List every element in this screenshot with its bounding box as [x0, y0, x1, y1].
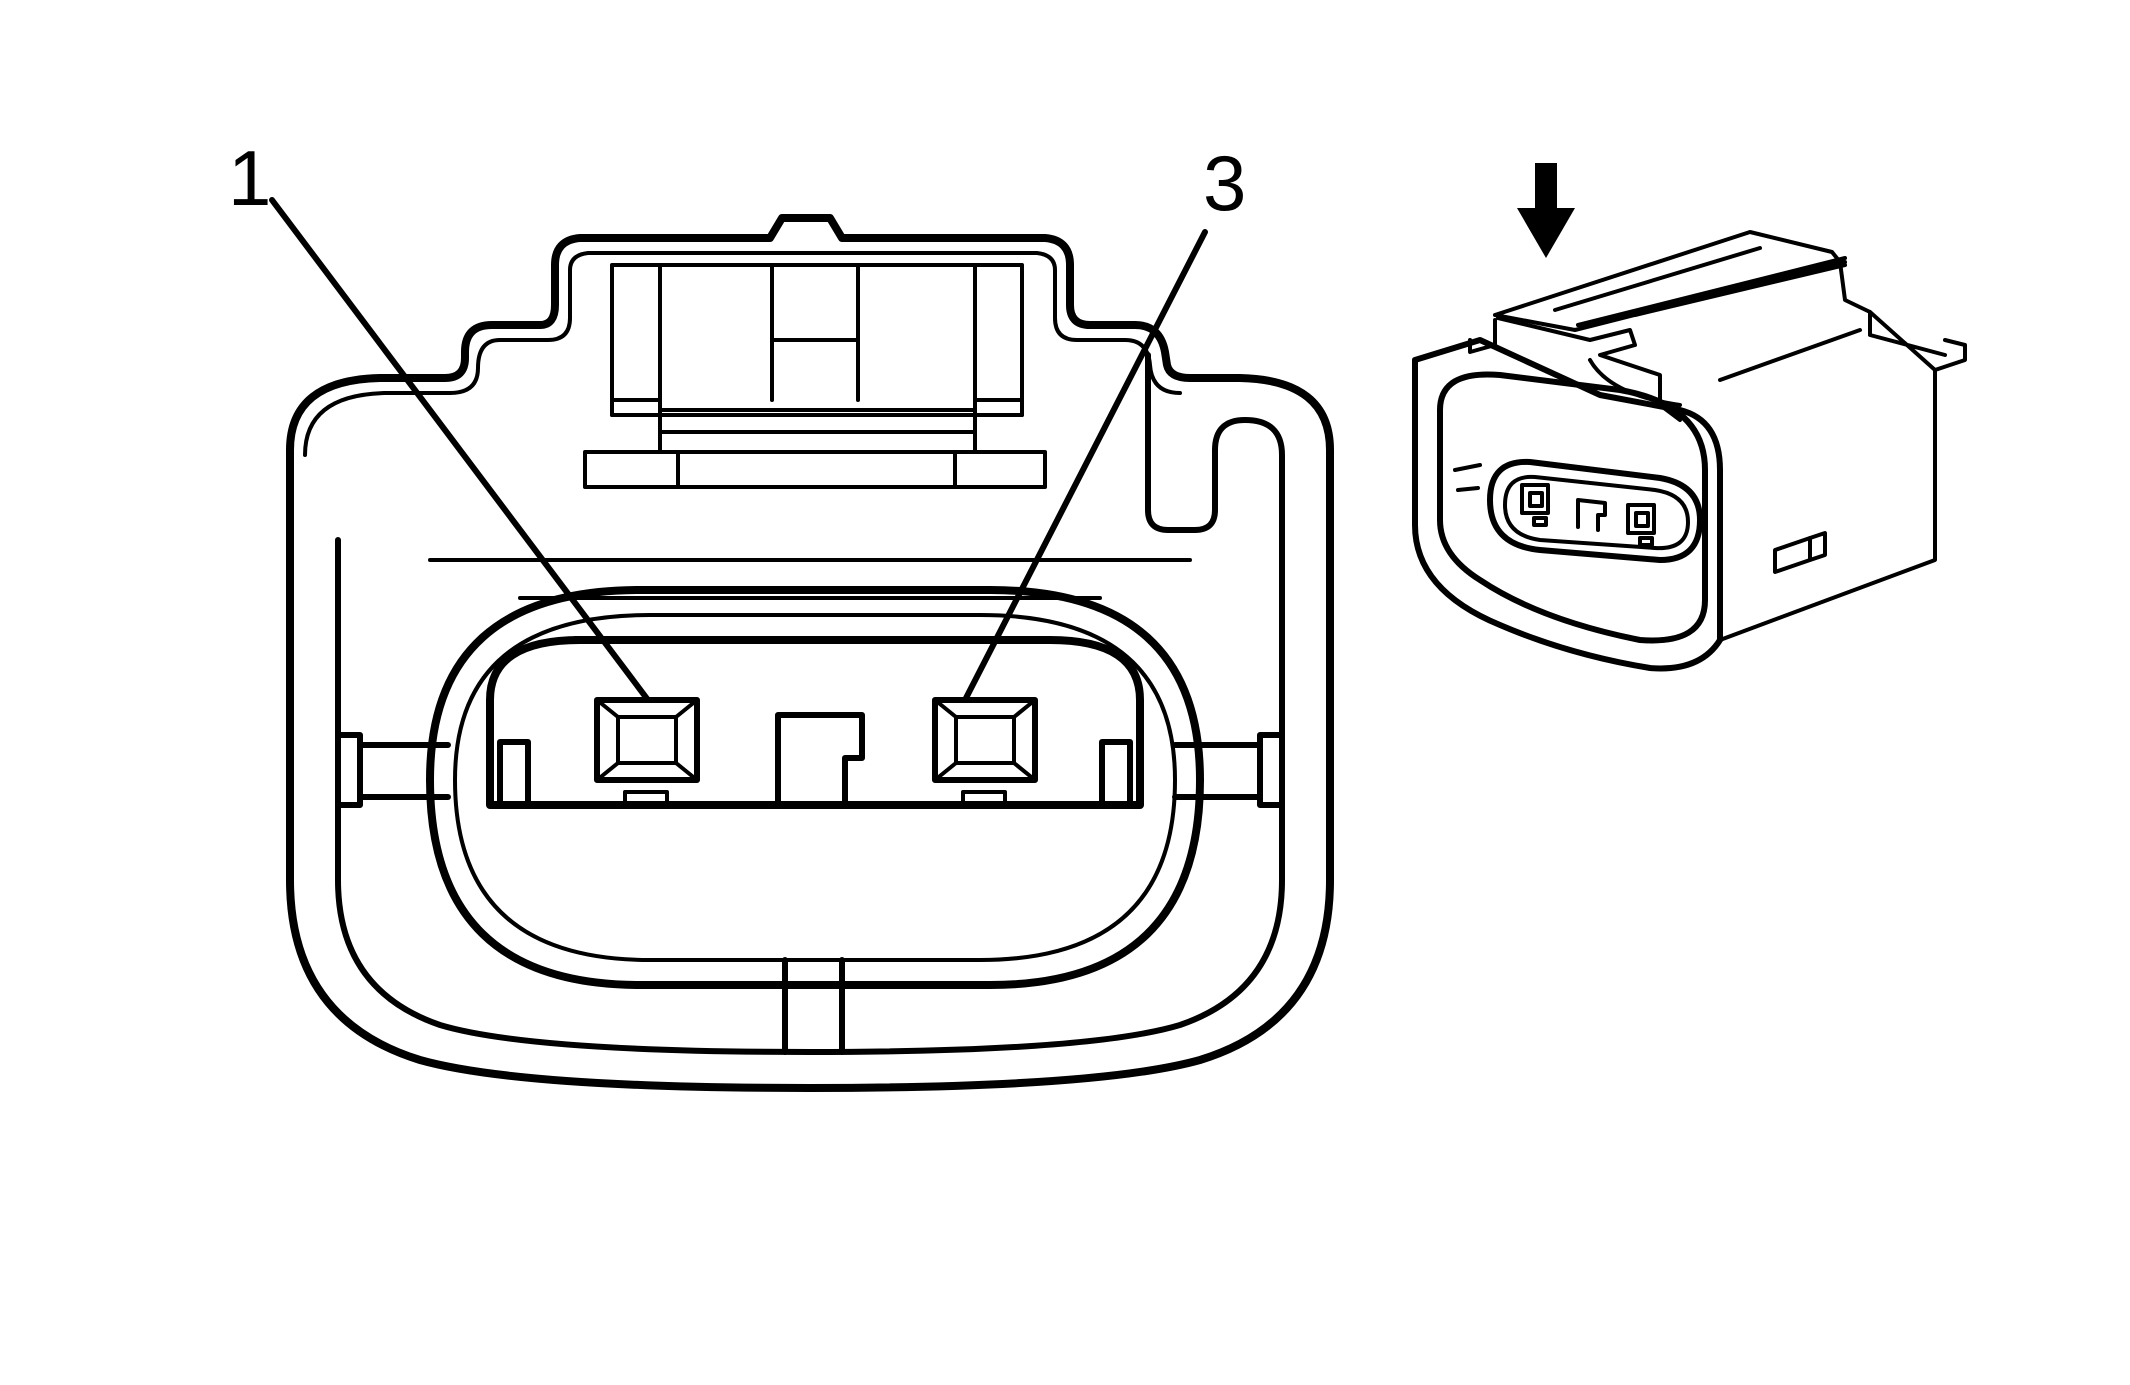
- side-face: [1718, 310, 1947, 642]
- housing-inner-outline: [303, 251, 1182, 457]
- terminal-pin-1: [594, 697, 700, 807]
- housing-outline: [286, 214, 1334, 1092]
- seal-oval-outer: [426, 586, 1204, 989]
- connector-face-view: 1 3: [228, 134, 1334, 1092]
- seal-oval-inner: [453, 613, 1177, 962]
- latch-base: [583, 450, 1047, 489]
- side-post-right: [1172, 732, 1285, 808]
- terminal-pin-3: [932, 697, 1038, 807]
- callout-pin-1: 1: [228, 134, 271, 222]
- side-post-left: [335, 732, 451, 808]
- iso-pin-1: [1520, 483, 1550, 515]
- latch-channel: [335, 352, 1285, 1055]
- latch-assembly: [583, 263, 1047, 489]
- connector-isometric-view: [1412, 163, 1967, 672]
- front-recess: [1437, 371, 1708, 644]
- down-arrow-icon: [1517, 163, 1575, 258]
- side-lock-tab: [1773, 531, 1827, 574]
- front-face: [1412, 337, 1723, 672]
- iso-center-key: [1576, 498, 1607, 532]
- iso-pin-3: [1626, 503, 1656, 535]
- bottom-post: [782, 957, 845, 1055]
- cavity-post-left: [497, 739, 531, 808]
- leader-line-pin-3: [962, 229, 1208, 703]
- callout-pin-3: 3: [1203, 139, 1246, 227]
- cavity-post-right: [1099, 739, 1133, 808]
- center-key: [775, 712, 865, 808]
- front-terminal-opening: [1487, 458, 1703, 563]
- leader-line-pin-1: [269, 197, 651, 703]
- terminal-cavity: [486, 636, 1144, 809]
